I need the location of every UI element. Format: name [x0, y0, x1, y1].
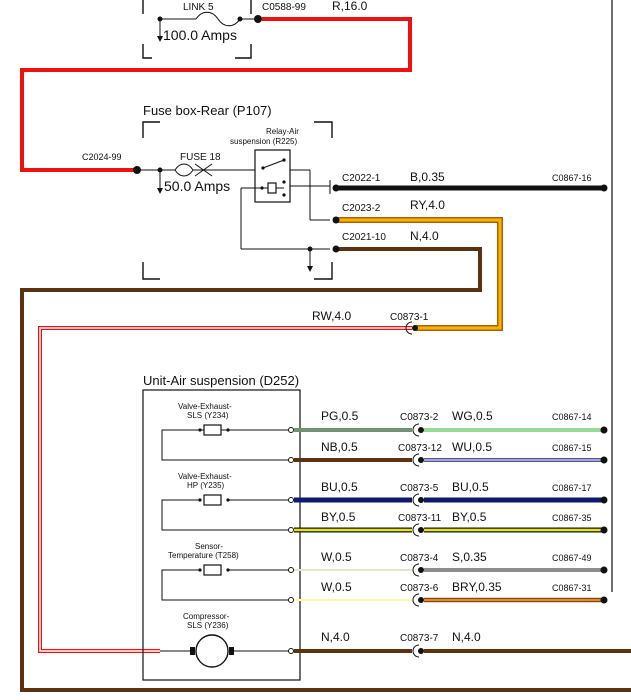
row1-right-wire: WU,0.5 [452, 440, 492, 454]
row6-left-wire: N,4.0 [321, 630, 350, 644]
compressor-motor-icon [195, 634, 229, 668]
connector-symbols [412, 423, 424, 658]
row5-end: C0867-31 [552, 583, 592, 593]
red-wire [20, 17, 412, 172]
fusebox-in-connector: C2024-99 [82, 152, 122, 162]
sensor-element [203, 564, 222, 576]
rw-wire: RW,4.0 [312, 309, 351, 323]
unit-box [142, 389, 301, 681]
sensor-label-2: Temperature (T258) [168, 551, 239, 560]
sensor-label-1: Sensor- [195, 542, 223, 551]
row3-right-wire: BY,0.5 [452, 510, 487, 524]
fusebox-group: Fuse box-Rear (P107) C2024-99 FUSE 18 50… [82, 103, 333, 280]
row2-right-wire: BU,0.5 [452, 480, 489, 494]
row0-left-wire: PG,0.5 [321, 409, 359, 423]
compressor-label-1: Compressor- [183, 612, 230, 621]
row1-end: C0867-15 [552, 443, 592, 453]
link5-terminal [254, 15, 262, 23]
link5-rating: 100.0 Amps [163, 27, 237, 43]
row5-left-wire: W,0.5 [321, 580, 352, 594]
row4-right-wire: S,0.35 [452, 550, 487, 564]
rw-connector: C0873-1 [390, 312, 429, 323]
row6-connector: C0873-7 [400, 633, 439, 644]
fuse18-rating: 50.0 Amps [164, 178, 230, 194]
compressor-label-2: SLS (Y236) [187, 621, 229, 630]
valve-sls-coil [203, 424, 222, 436]
relay-coil [267, 182, 277, 194]
unit-title: Unit-Air suspension (D252) [143, 373, 299, 388]
valve-hp-coil [203, 494, 222, 506]
out2-wire: RY,4.0 [410, 198, 445, 212]
link5-label: LINK 5 [183, 2, 214, 13]
row4-left-wire: W,0.5 [321, 550, 352, 564]
valve-sls-label-2: SLS (Y234) [187, 411, 229, 420]
valve-hp-label-1: Valve-Exhaust- [178, 472, 232, 481]
valve-hp-label-2: HP (Y235) [187, 481, 225, 490]
row3-left-wire: BY,0.5 [321, 510, 356, 524]
row2-end: C0867-17 [552, 483, 592, 493]
out3-connector: C2021-10 [342, 232, 386, 243]
row2-connector: C0873-5 [400, 483, 439, 494]
unit-wires [294, 423, 631, 658]
row-labels: PG,0.5 C0873-2 WG,0.5 C0867-14 NB,0.5 C0… [321, 409, 592, 644]
row6-right-wire: N,4.0 [452, 630, 481, 644]
row5-right-wire: BRY,0.35 [452, 580, 502, 594]
row1-connector: C0873-12 [398, 443, 442, 454]
row0-connector: C0873-2 [400, 412, 439, 423]
link5-group: LINK 5 100.0 Amps C0588-99 R,16.0 [142, 0, 368, 59]
row2-left-wire: BU,0.5 [321, 480, 358, 494]
row4-connector: C0873-4 [400, 553, 439, 564]
out1-wire: B,0.35 [410, 170, 445, 184]
out1-end: C0867-16 [552, 173, 592, 183]
row0-end: C0867-14 [552, 412, 592, 422]
relay-label-2: suspension (R225) [230, 137, 297, 146]
link5-connector: C0588-99 [262, 2, 306, 13]
fusebox-title: Fuse box-Rear (P107) [143, 103, 272, 118]
row1-left-wire: NB,0.5 [321, 440, 358, 454]
link5-wire: R,16.0 [332, 0, 368, 13]
out3-wire: N,4.0 [410, 229, 439, 243]
row3-end: C0867-35 [552, 513, 592, 523]
row4-end: C0867-49 [552, 553, 592, 563]
out2-connector: C2023-2 [342, 203, 381, 214]
fusebox-outputs: C2022-1 B,0.35 C0867-16 C2023-2 RY,4.0 C… [20, 170, 631, 692]
relay-label-1: Relay-Air [266, 127, 299, 136]
row0-right-wire: WG,0.5 [452, 409, 493, 423]
row5-connector: C0873-6 [400, 583, 439, 594]
out1-connector: C2022-1 [342, 173, 381, 184]
row3-connector: C0873-11 [398, 513, 442, 524]
rw-feed: RW,4.0 C0873-1 [38, 309, 429, 653]
relay-box [254, 149, 291, 203]
unit-group: Unit-Air suspension (D252) Valve-Exhaust… [142, 373, 301, 681]
valve-sls-label-1: Valve-Exhaust- [178, 402, 232, 411]
fuse18-label: FUSE 18 [180, 152, 221, 163]
